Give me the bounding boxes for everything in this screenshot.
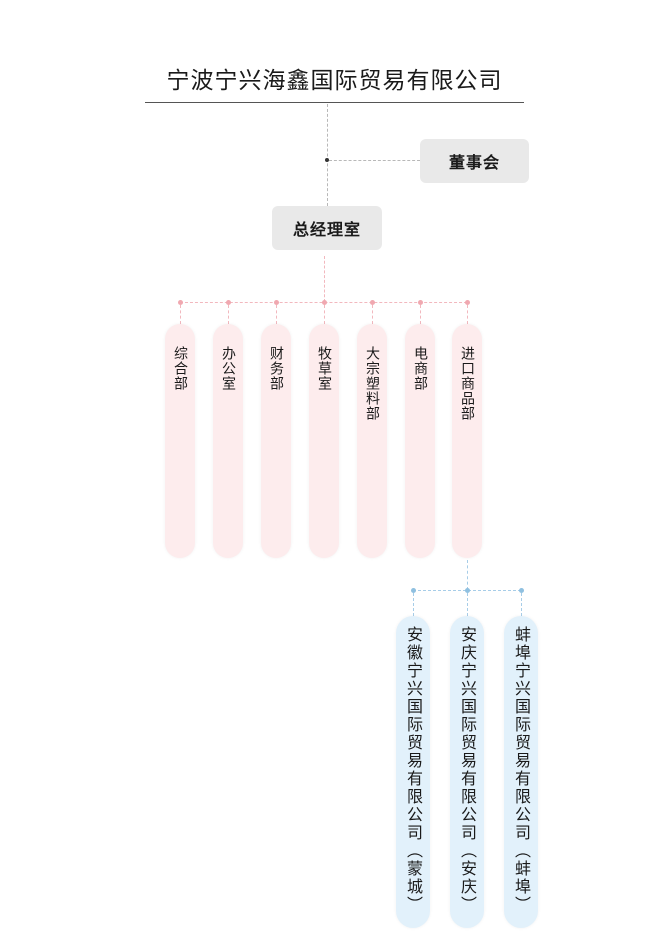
subsidiary-label: 安徽宁兴国际贸易有限公司（蒙城） <box>404 626 423 914</box>
department-import: 进口商品部 <box>452 324 482 558</box>
junction-dot <box>325 158 329 162</box>
department-label: 综合部 <box>172 346 188 391</box>
connector-import-to-subsidiaries <box>467 560 468 590</box>
department-drop <box>467 305 468 324</box>
department-dot <box>465 300 470 305</box>
subsidiary-drop <box>521 593 522 616</box>
department-dot <box>370 300 375 305</box>
department-dot <box>178 300 183 305</box>
gm-office-label: 总经理室 <box>292 220 361 239</box>
department-drop <box>420 305 421 324</box>
department-forage: 牧草室 <box>309 324 339 558</box>
subsidiary-dot <box>519 588 524 593</box>
department-label: 大宗塑料部 <box>364 346 380 421</box>
connector-gm-to-departments <box>324 256 325 302</box>
department-label: 牧草室 <box>316 346 332 391</box>
department-dot <box>418 300 423 305</box>
gm-office-box: 总经理室 <box>272 206 382 250</box>
subsidiary-label: 蚌埠宁兴国际贸易有限公司（蚌埠） <box>512 626 531 914</box>
subsidiary-bengbu: 蚌埠宁兴国际贸易有限公司（蚌埠） <box>504 616 538 928</box>
department-office: 办公室 <box>213 324 243 558</box>
department-drop <box>180 305 181 324</box>
department-finance: 财务部 <box>261 324 291 558</box>
connector-board <box>329 160 420 161</box>
connector-trunk <box>327 104 328 206</box>
subsidiary-dot <box>411 588 416 593</box>
title-underline <box>145 102 524 103</box>
subsidiary-drop <box>467 593 468 616</box>
subsidiary-drop <box>413 593 414 616</box>
department-label: 进口商品部 <box>459 346 475 421</box>
subsidiary-label: 安庆宁兴国际贸易有限公司（安庆） <box>458 626 477 914</box>
department-label: 电商部 <box>412 346 428 391</box>
department-dot <box>226 300 231 305</box>
department-dot <box>322 300 327 305</box>
department-drop <box>276 305 277 324</box>
subsidiary-anqing: 安庆宁兴国际贸易有限公司（安庆） <box>450 616 484 928</box>
department-general: 综合部 <box>165 324 195 558</box>
board-box: 董事会 <box>420 139 529 183</box>
department-label: 办公室 <box>220 346 236 391</box>
department-label: 财务部 <box>268 346 284 391</box>
department-ecommerce: 电商部 <box>405 324 435 558</box>
department-drop <box>228 305 229 324</box>
subsidiary-dot <box>465 588 470 593</box>
board-label: 董事会 <box>448 153 500 172</box>
department-plastics: 大宗塑料部 <box>357 324 387 558</box>
department-drop <box>324 305 325 324</box>
subsidiary-mengcheng: 安徽宁兴国际贸易有限公司（蒙城） <box>396 616 430 928</box>
department-drop <box>372 305 373 324</box>
department-dot <box>274 300 279 305</box>
company-title: 宁波宁兴海鑫国际贸易有限公司 <box>166 68 503 94</box>
